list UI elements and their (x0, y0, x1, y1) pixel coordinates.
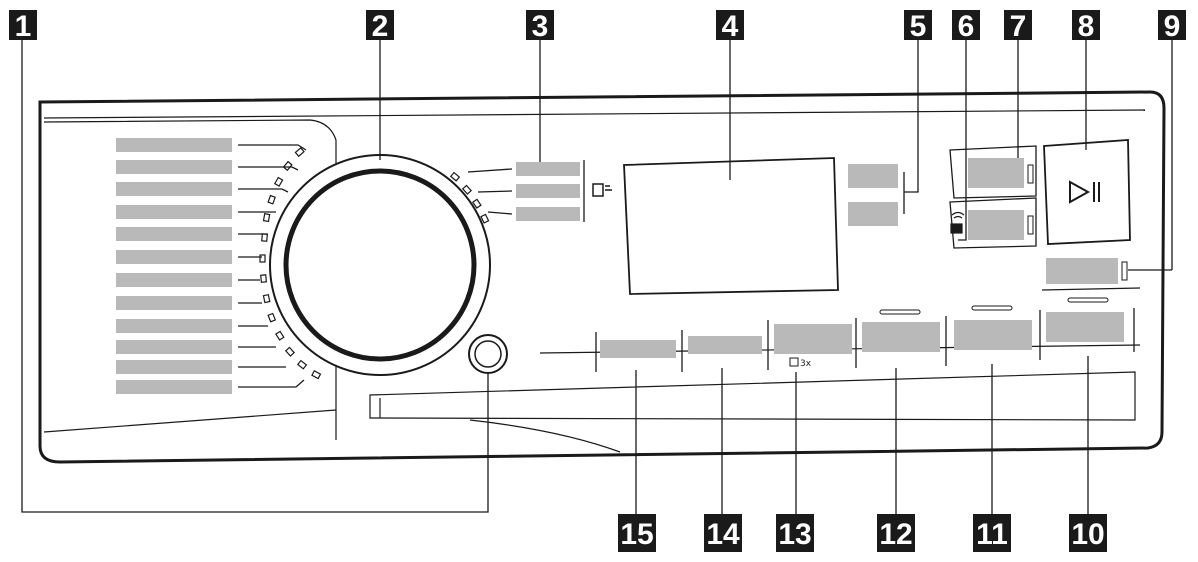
program-list (116, 138, 307, 394)
program-label (116, 250, 232, 264)
program-selector-dial[interactable] (259, 147, 491, 380)
program-label (116, 360, 232, 374)
program-label (116, 160, 232, 174)
svg-text:1: 1 (15, 10, 32, 43)
callout-6: 6 (952, 10, 980, 43)
callout-12: 12 (877, 514, 915, 552)
svg-text:9: 9 (1164, 10, 1181, 43)
callout-15: 15 (618, 514, 656, 552)
program-label (116, 319, 232, 333)
svg-text:15: 15 (620, 518, 653, 551)
dial-indicator-ticks (259, 147, 490, 380)
callout-8: 8 (1072, 10, 1100, 43)
program-label (116, 273, 232, 287)
callout-13: 13 (776, 514, 814, 552)
play-pause-icon (1069, 180, 1100, 204)
callouts-top: 1 2 3 4 5 6 7 8 9 (9, 10, 1186, 43)
program-label (116, 296, 232, 310)
svg-text:8: 8 (1078, 10, 1095, 43)
program-label (116, 182, 232, 196)
option-button-9[interactable] (1046, 258, 1172, 284)
callout-1: 1 (9, 10, 37, 43)
svg-text:7: 7 (1010, 10, 1027, 43)
svg-text:11: 11 (976, 518, 1008, 551)
program-label (116, 340, 232, 354)
remote-control-area[interactable] (949, 145, 1037, 249)
callout-3: 3 (526, 10, 554, 43)
time-manager-buttons[interactable] (848, 164, 905, 226)
program-label (116, 227, 232, 241)
callout-7: 7 (1004, 10, 1032, 43)
button-indicator-lights (879, 297, 1109, 315)
svg-text:10: 10 (1071, 518, 1104, 551)
program-label (116, 138, 232, 152)
program-label (116, 205, 232, 219)
svg-text:5: 5 (910, 10, 927, 43)
svg-text:12: 12 (879, 518, 912, 551)
callouts-bottom: 15 14 13 12 11 10 (618, 514, 1107, 552)
callout-leaders (21, 30, 1173, 515)
svg-text:13: 13 (778, 518, 811, 551)
wifi-remote-icon (950, 211, 965, 234)
door-icon (592, 183, 612, 197)
svg-text:14: 14 (706, 518, 740, 551)
start-pause-button[interactable] (1043, 139, 1131, 245)
program-label (116, 380, 232, 394)
callout-5: 5 (904, 10, 932, 43)
svg-text:4: 4 (722, 10, 739, 43)
callout-2: 2 (366, 10, 394, 43)
svg-text:2: 2 (372, 10, 389, 43)
svg-text:3x: 3x (800, 359, 812, 369)
callout-9: 9 (1158, 10, 1186, 43)
callout-11: 11 (973, 514, 1011, 552)
dial-extra-options (467, 160, 612, 222)
bottom-option-buttons[interactable]: 3x (595, 297, 1135, 372)
callout-4: 4 (716, 10, 744, 43)
power-button-icon[interactable] (468, 334, 508, 374)
callout-10: 10 (1069, 514, 1107, 552)
svg-text:6: 6 (958, 10, 975, 43)
svg-text:3: 3 (532, 10, 549, 43)
display-screen (623, 157, 839, 295)
rinse-x3-icon: 3x (789, 357, 812, 369)
callout-14: 14 (704, 514, 742, 552)
